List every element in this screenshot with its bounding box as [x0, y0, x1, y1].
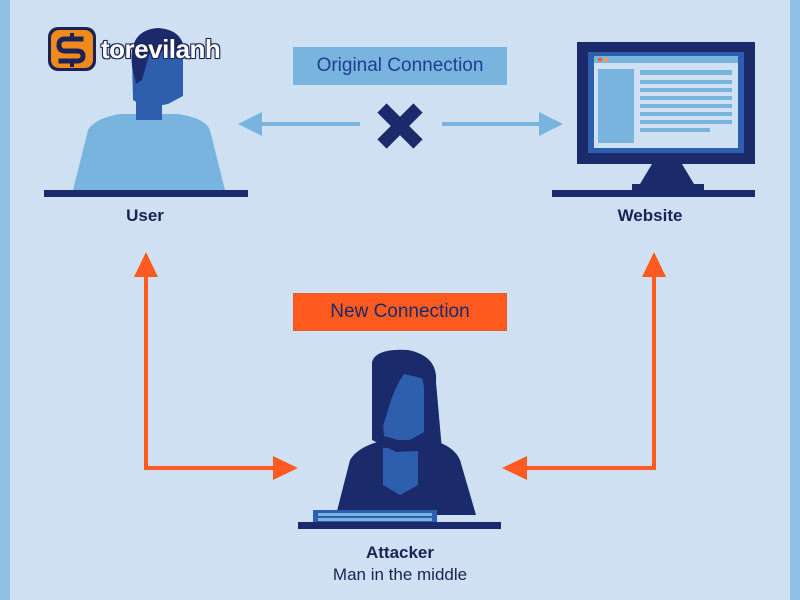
keyboard-icon [298, 510, 501, 529]
arrowhead-attacker-right [502, 456, 527, 480]
user-label: User [126, 206, 164, 225]
logo: torevilanh [45, 24, 221, 74]
website-label: Website [617, 206, 683, 225]
logo-s-icon [48, 27, 96, 71]
arrowhead-attacker-left [273, 456, 298, 480]
arrow-path-website-attacker [524, 270, 656, 470]
arrowhead-user [238, 112, 262, 136]
arrowhead-user-up [134, 252, 158, 277]
user-icon [44, 28, 248, 197]
cross-icon [377, 103, 423, 149]
website-monitor-icon [552, 42, 755, 197]
attacker-label: Attacker [365, 543, 435, 562]
logo-text: torevilanh [101, 33, 221, 64]
attacker-subtitle: Man in the middle [332, 565, 468, 584]
arrow-path-user-attacker [144, 270, 280, 470]
attacker-icon [336, 349, 476, 515]
arrowhead-website [539, 112, 563, 136]
new-connection-arrows [144, 270, 656, 470]
arrowhead-website-up [642, 252, 666, 277]
original-connection-arrows [238, 112, 563, 136]
original-connection-label: Original Connection [293, 47, 507, 85]
new-connection-label: New Connection [293, 293, 507, 331]
